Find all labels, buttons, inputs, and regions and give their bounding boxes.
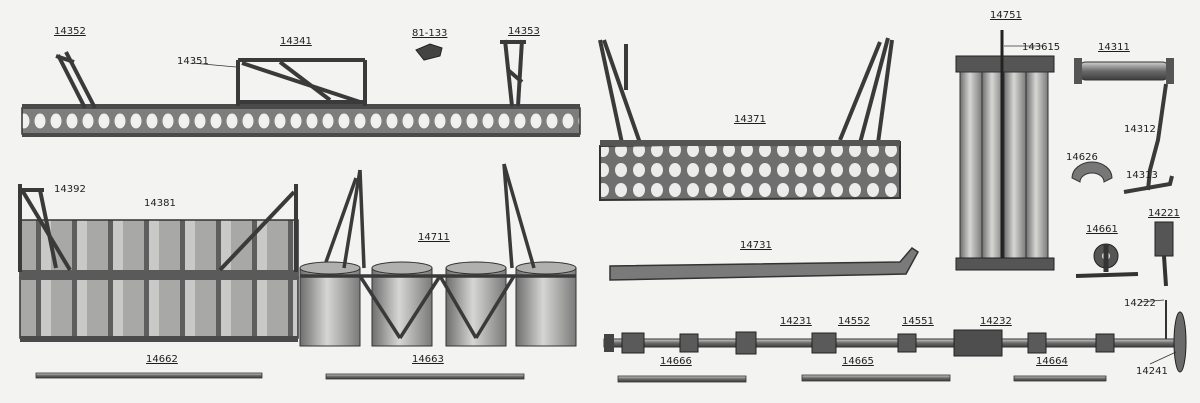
part-14661 (1075, 243, 1139, 278)
label-14221: 14221 (1148, 208, 1180, 219)
part-81-133 (415, 43, 443, 61)
frame-14341 (236, 58, 367, 106)
rod-14666 (617, 375, 747, 383)
label-14711: 14711 (418, 232, 450, 243)
label-14392: 14392 (54, 184, 86, 195)
tank-row-14711 (299, 163, 577, 347)
label-14311: 14311 (1098, 42, 1130, 53)
winch-14311 (1074, 58, 1174, 194)
part-14626 (1071, 161, 1113, 183)
rod-14665 (801, 374, 951, 382)
label-14353: 14353 (508, 26, 540, 37)
label-14661: 14661 (1086, 224, 1118, 235)
tank-frame-14381 (18, 184, 299, 342)
label-14232: 14232 (980, 316, 1012, 327)
rod-14663 (325, 373, 525, 380)
basket-14371 (598, 37, 901, 202)
label-14665: 14665 (842, 356, 874, 367)
rod-14664 (1013, 375, 1107, 382)
label-14222: 14222 (1124, 298, 1156, 309)
label-14666: 14666 (660, 356, 692, 367)
shaft-assembly (603, 311, 1187, 373)
leader-lines (191, 45, 1177, 365)
label-14731: 14731 (740, 240, 772, 251)
label-14551: 14551 (902, 316, 934, 327)
label-14662: 14662 (146, 354, 178, 365)
strut-14353 (500, 39, 526, 107)
label-14381: 14381 (144, 198, 176, 209)
top-frame-assembly (21, 39, 581, 137)
label-14351: 14351 (177, 56, 209, 67)
label-14231: 14231 (780, 316, 812, 327)
rod-14662 (35, 372, 263, 379)
label-81-133: 81-133 (412, 28, 447, 39)
label-14341: 14341 (280, 36, 312, 47)
part-14221 (1154, 221, 1174, 340)
tank-stack-14751 (955, 30, 1055, 271)
label-14371: 14371 (734, 114, 766, 125)
label-14241: 14241 (1136, 366, 1168, 377)
label-14313: 14313 (1126, 170, 1158, 181)
label-14352: 14352 (54, 26, 86, 37)
label-14663: 14663 (412, 354, 444, 365)
label-14626: 14626 (1066, 152, 1098, 163)
label-14751: 14751 (990, 10, 1022, 21)
label-14312: 14312 (1124, 124, 1156, 135)
beam-14731 (609, 247, 919, 281)
label-14552: 14552 (838, 316, 870, 327)
part-labels: 14352 14351 14341 81-133 14353 14371 147… (54, 10, 1180, 377)
label-143615: 143615 (1022, 42, 1060, 53)
label-14664: 14664 (1036, 356, 1068, 367)
strut-14352 (55, 51, 97, 109)
